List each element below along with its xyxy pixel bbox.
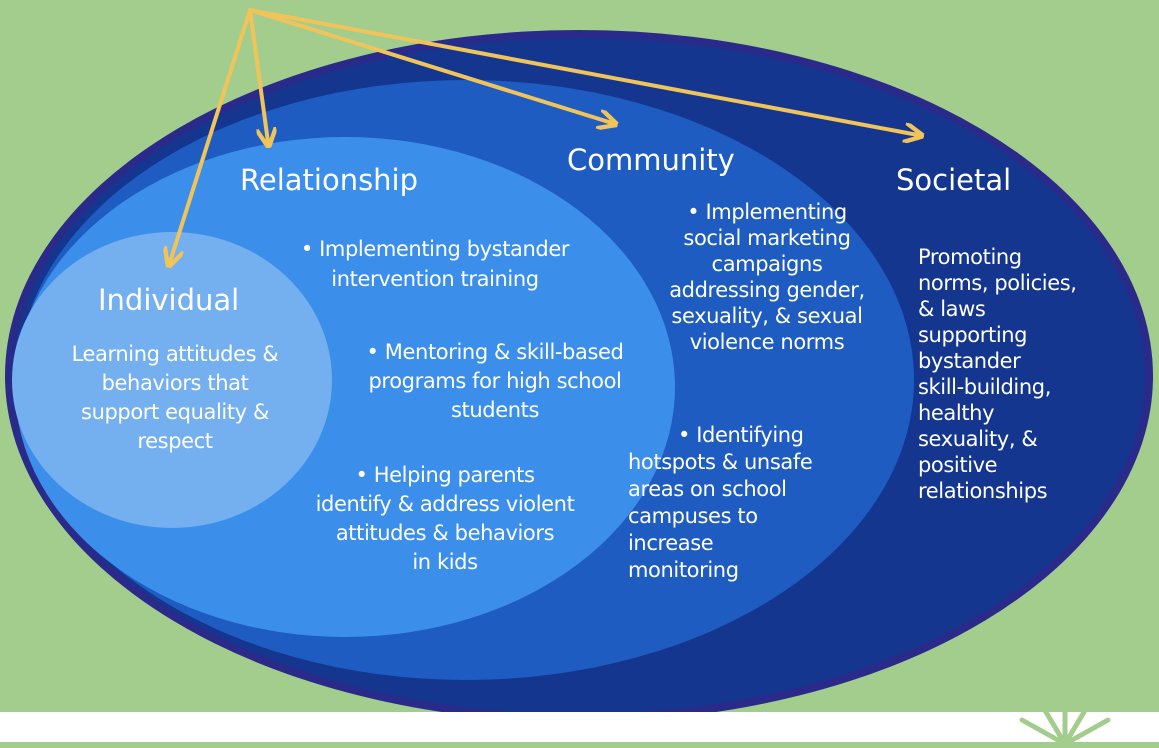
individual-title: Individual (98, 283, 240, 317)
relationship-bullet-1: • Implementing bystander intervention tr… (300, 237, 570, 291)
relationship-bullet-2: • Mentoring & skill-based programs for h… (366, 340, 624, 422)
relationship-bullet-3: • Helping parents identify & address vio… (315, 463, 575, 574)
arrow-to-individual (170, 8, 252, 262)
arrows (170, 8, 918, 262)
arrow-to-societal (248, 8, 918, 135)
community-bullet-1: • Implementing social marketing campaign… (669, 200, 865, 354)
individual-text: Learning attitudes & behaviors that supp… (71, 342, 279, 453)
community-bullet-2: • Identifying hotspots & unsafe areas on… (628, 423, 813, 582)
arrow-to-community (248, 8, 612, 123)
community-title: Community (567, 143, 735, 177)
arrow-to-relationship (248, 8, 268, 142)
societal-title: Societal (896, 163, 1012, 197)
societal-text: Promoting norms, policies, & laws suppor… (918, 245, 1077, 503)
individual-ellipse (12, 232, 332, 528)
relationship-title: Relationship (240, 163, 419, 197)
bottom-band (0, 712, 1159, 742)
logo-mark-icon (1019, 693, 1111, 747)
